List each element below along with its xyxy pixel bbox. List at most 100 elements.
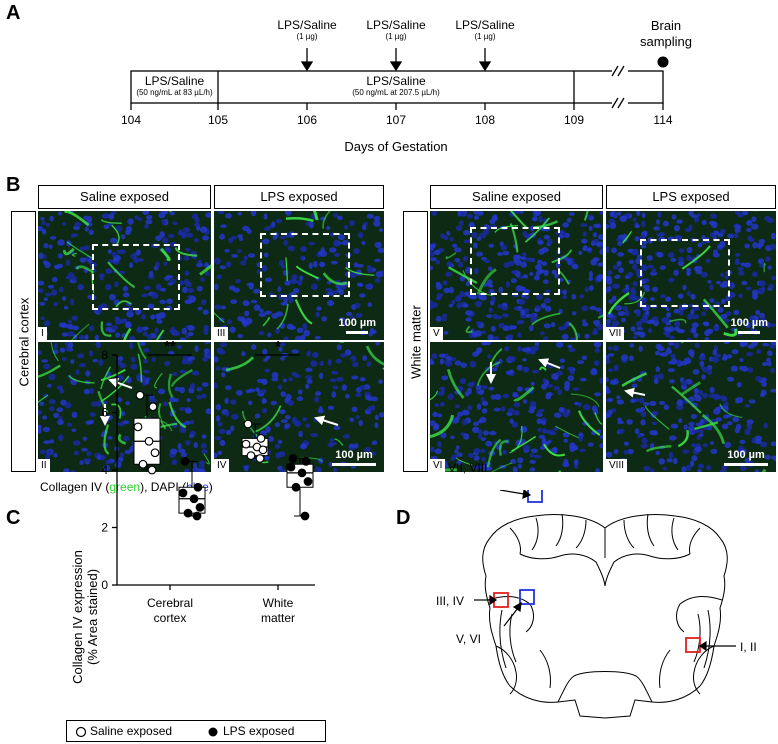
significance-label: ** xyxy=(164,338,176,355)
region-label-v-vi: V, VI xyxy=(456,632,481,646)
inset-box-VII xyxy=(640,239,730,307)
micrograph-I: I xyxy=(38,211,211,340)
region-label-vii-viii: VII, VIII xyxy=(448,461,488,475)
data-point xyxy=(150,448,160,458)
x-category-label: White xyxy=(263,596,294,610)
panel-a-label: A xyxy=(6,2,21,24)
injection-label-108: LPS/Saline (1 µg) xyxy=(455,18,515,41)
y-tick-label: 6 xyxy=(101,406,108,420)
legend-lps: LPS exposed xyxy=(223,724,295,738)
data-point xyxy=(183,508,193,518)
day-tick-108: 108 xyxy=(474,113,496,127)
region-label-cortex: Cerebral cortex xyxy=(11,211,36,472)
panel-id-V: V xyxy=(430,327,443,340)
data-point xyxy=(291,482,301,492)
region-label-i-ii: I, II xyxy=(740,640,757,654)
inset-box-I xyxy=(92,244,180,310)
data-point xyxy=(256,434,266,443)
data-point xyxy=(138,459,148,469)
data-point xyxy=(301,457,311,466)
micrograph-II: II xyxy=(38,342,211,472)
region-box-I-II xyxy=(685,637,701,653)
axis-break-top-2 xyxy=(617,65,625,77)
data-point xyxy=(243,419,253,429)
panel-id-VIII: VIII xyxy=(606,459,628,472)
chart-legend: Saline exposed LPS exposed xyxy=(66,720,326,742)
data-point xyxy=(258,445,268,455)
scale-bar-VIII: 100 µm xyxy=(724,449,768,466)
data-point xyxy=(300,511,310,521)
y-tick-label: 0 xyxy=(101,578,108,592)
scale-bar-III: 100 µm xyxy=(338,317,376,334)
data-point xyxy=(135,390,145,400)
injection-label-107: LPS/Saline (1 µg) xyxy=(366,18,426,41)
day-tick-109: 109 xyxy=(563,113,585,127)
brain-sampling-label: Brain sampling xyxy=(639,18,693,49)
header-wm-lps: LPS exposed xyxy=(606,185,776,209)
panel-d-label: D xyxy=(396,507,411,529)
day-tick-105: 105 xyxy=(207,113,229,127)
injection-label-106: LPS/Saline (1 µg) xyxy=(277,18,337,41)
coronal-brain-diagram xyxy=(474,490,736,719)
day-tick-104: 104 xyxy=(120,113,142,127)
data-point xyxy=(180,457,190,466)
scale-bar-IV: 100 µm xyxy=(332,449,376,466)
data-point xyxy=(193,482,203,492)
micrograph-VII: VII 100 µm xyxy=(606,211,776,340)
panel-id-III: III xyxy=(214,327,229,340)
y-tick-label: 4 xyxy=(101,463,108,477)
timeline-axis-title: Days of Gestation xyxy=(344,139,448,154)
inset-box-III xyxy=(260,233,350,297)
inset-box-V xyxy=(470,227,560,295)
y-axis-title: Collagen IV expression (% Area stained) xyxy=(70,550,100,684)
region-label-white-matter: White matter xyxy=(403,211,428,472)
micrograph-texture xyxy=(430,342,603,472)
panel-id-VII: VII xyxy=(606,327,625,340)
data-point xyxy=(286,462,296,472)
y-axis-title-line1: Collagen IV expression xyxy=(70,550,85,684)
micrograph-VI: VI xyxy=(430,342,603,472)
axis-break-top-1 xyxy=(611,65,619,77)
data-point xyxy=(288,454,298,463)
panel-c-label: C xyxy=(6,507,21,529)
panel-id-IV: IV xyxy=(214,459,230,472)
data-point xyxy=(148,402,158,412)
region-box-VII-VIII xyxy=(527,490,543,503)
brain-outline xyxy=(482,514,728,719)
data-point xyxy=(195,503,205,512)
micrograph-arrows xyxy=(100,358,646,448)
data-point xyxy=(147,465,157,475)
day-tick-106: 106 xyxy=(296,113,318,127)
y-axis-title-line2: (% Area stained) xyxy=(85,569,100,665)
collagen-boxplot: Collagen IV expression (% Area stained) … xyxy=(70,338,315,684)
data-point xyxy=(178,488,188,498)
data-point xyxy=(241,439,251,449)
x-category-label: Cerebral xyxy=(147,596,193,610)
header-cortex-saline: Saline exposed xyxy=(38,185,211,209)
micrograph-texture xyxy=(214,211,384,340)
scale-bar-VII: 100 µm xyxy=(730,317,768,334)
panel-id-II: II xyxy=(38,459,50,472)
timeline-diagram xyxy=(130,48,669,110)
x-category-label: cortex xyxy=(154,611,187,625)
header-cortex-lps: LPS exposed xyxy=(214,185,384,209)
axis-break-bot-1 xyxy=(611,97,619,109)
day-tick-114: 114 xyxy=(653,113,673,127)
data-point xyxy=(189,494,199,504)
micrograph-texture xyxy=(430,211,603,340)
data-point xyxy=(303,477,313,486)
panel-id-I: I xyxy=(38,327,47,340)
legend-saline: Saline exposed xyxy=(90,724,173,738)
infusion-label-1: LPS/Saline (50 ng/mL at 83 µL/h) xyxy=(136,74,213,97)
micrograph-VIII: VIII 100 µm xyxy=(606,342,776,472)
brain-sampling-dot xyxy=(657,56,669,68)
significance-label: * xyxy=(275,338,281,355)
data-point xyxy=(246,451,256,460)
data-point xyxy=(144,436,154,446)
header-wm-saline: Saline exposed xyxy=(430,185,603,209)
panel-id-VI: VI xyxy=(430,459,446,472)
micrograph-texture xyxy=(606,211,776,340)
data-point xyxy=(297,468,307,478)
micrograph-V: V xyxy=(430,211,603,340)
x-category-label: matter xyxy=(261,611,295,625)
